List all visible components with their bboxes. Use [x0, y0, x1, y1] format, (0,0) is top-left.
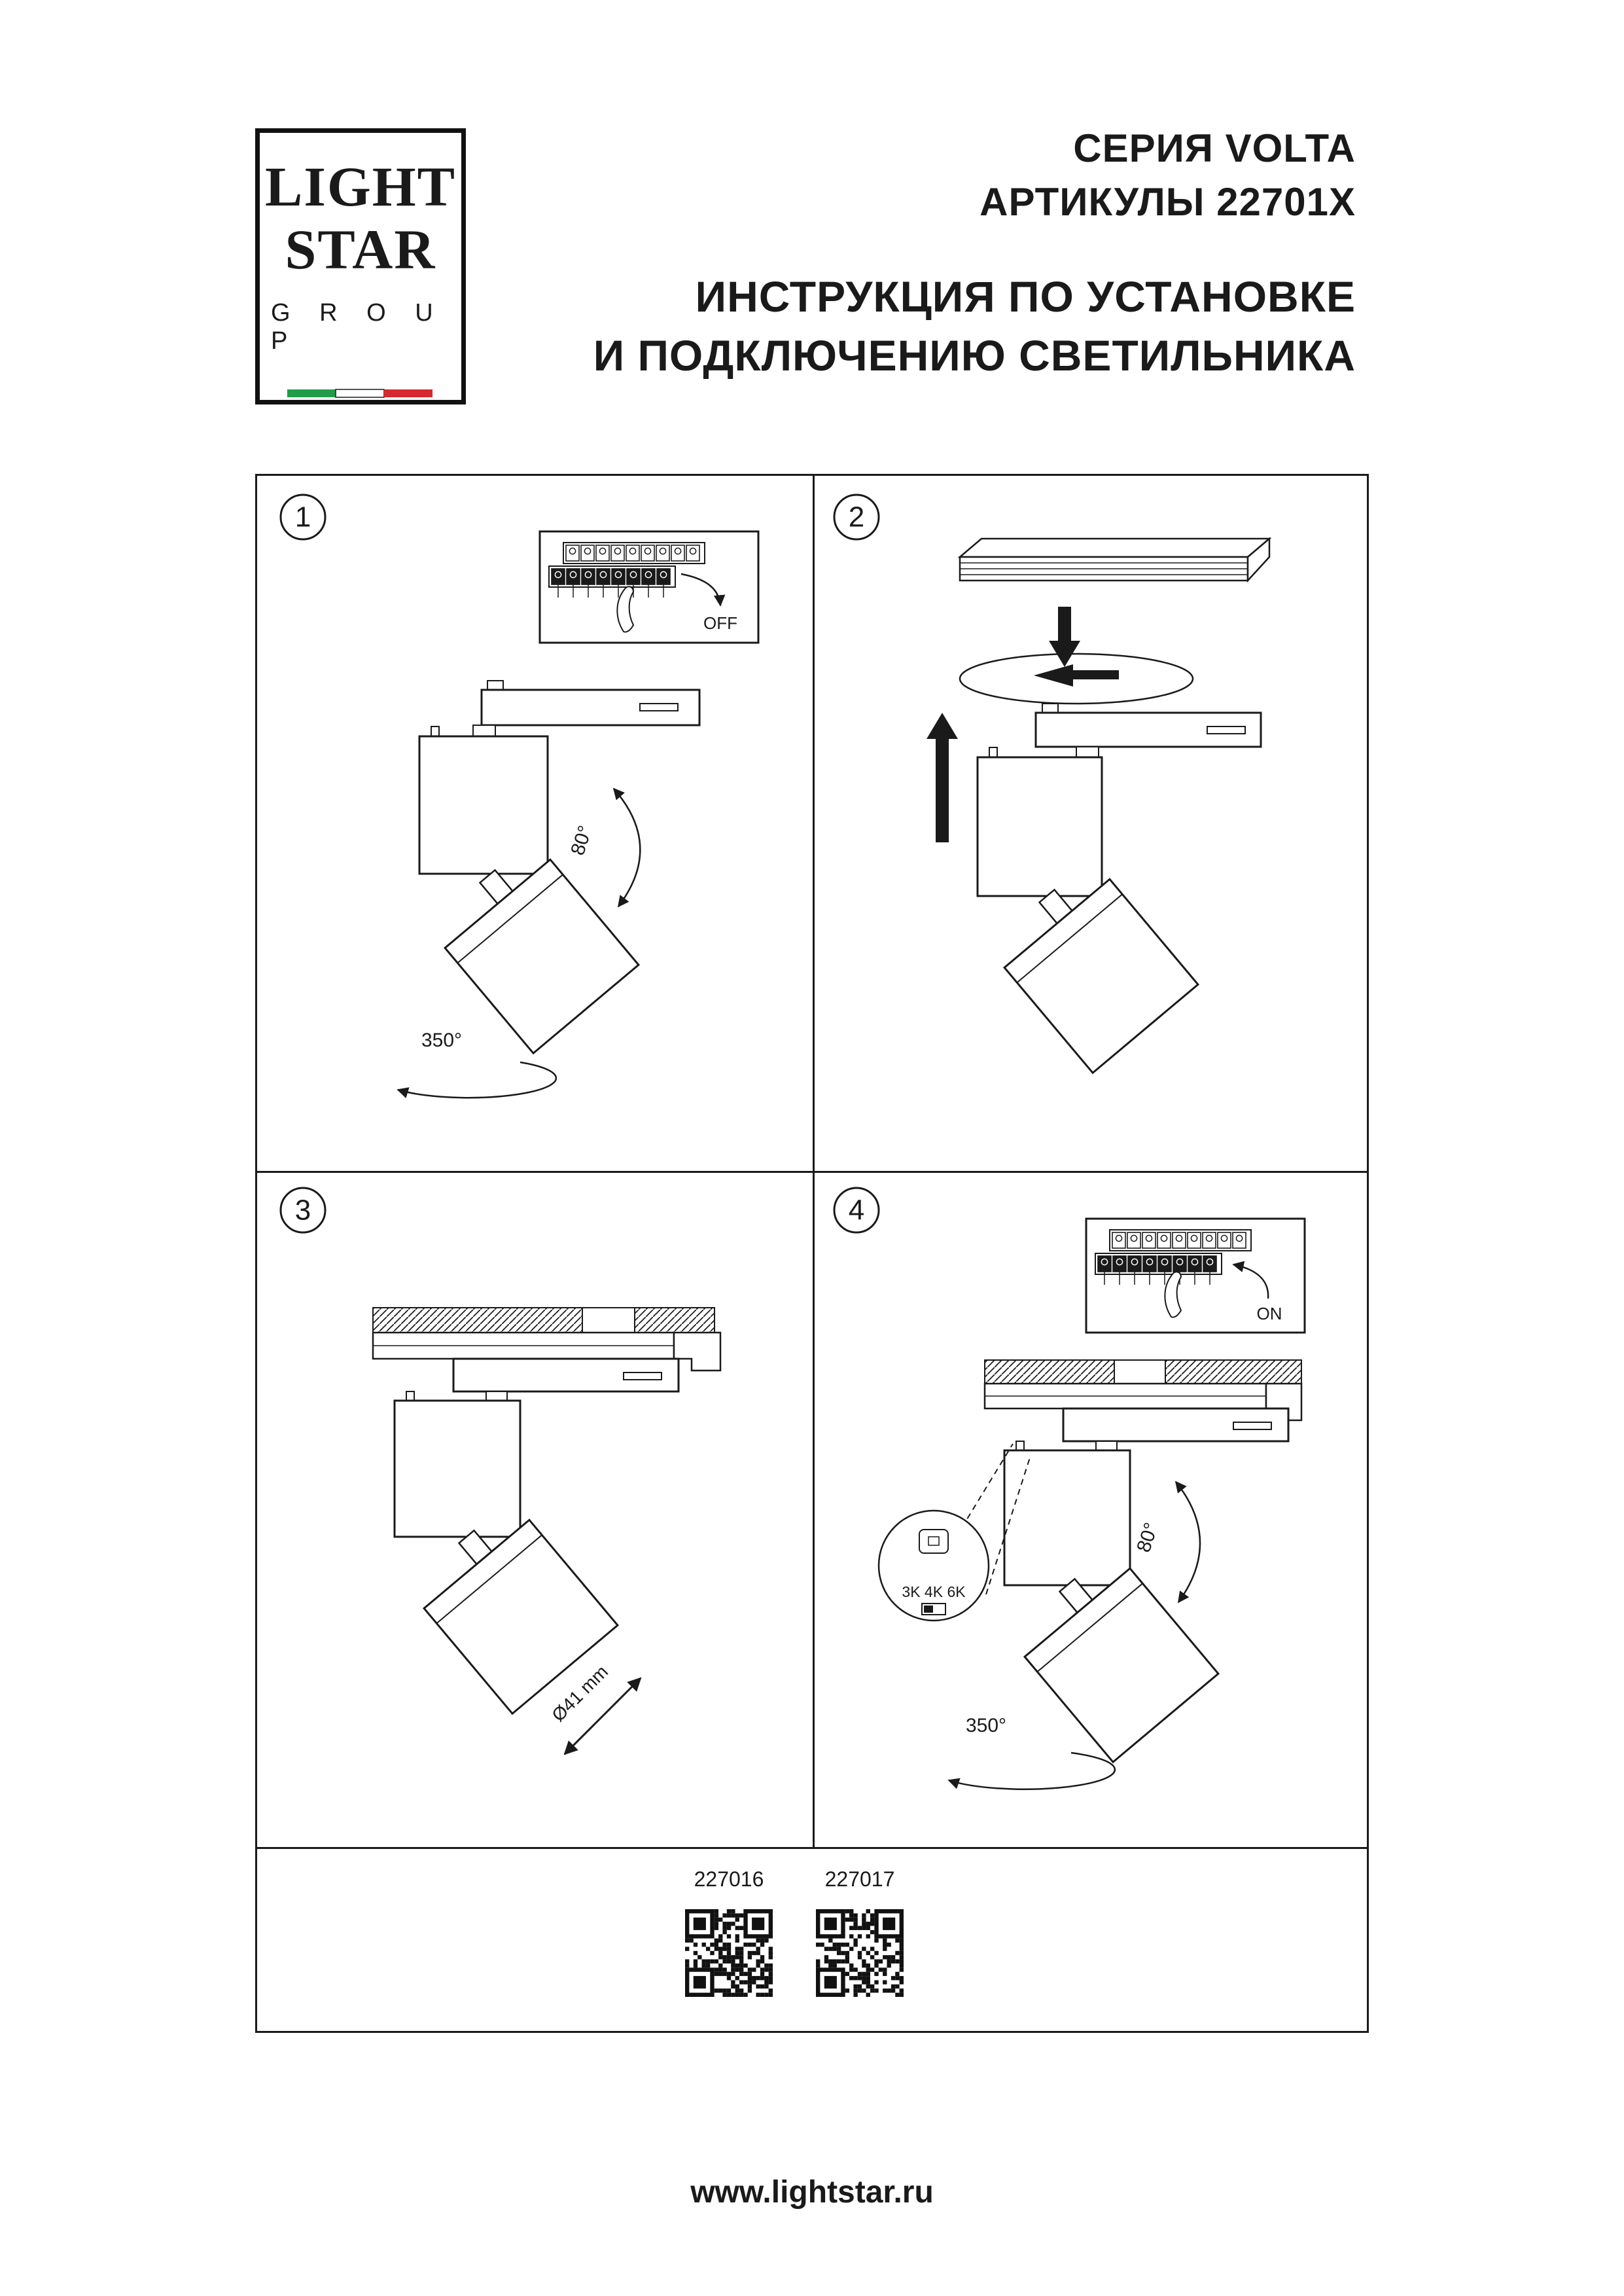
arrow-left-icon: [1034, 664, 1119, 687]
logo-word-light: LIGHT: [265, 155, 456, 218]
step-4-panel: 4 ON: [833, 1187, 1306, 1790]
header: СЕРИЯ VOLTA АРТИКУЛЫ 22701X ИНСТРУКЦИЯ П…: [593, 122, 1356, 385]
rotation-annotation: 350°: [397, 1030, 557, 1099]
svg-text:4: 4: [849, 1194, 864, 1227]
qr-code-right: [816, 1909, 904, 1997]
svg-text:350°: 350°: [966, 1715, 1006, 1736]
track-rail: [372, 1331, 722, 1372]
lamp-body: [1003, 1441, 1131, 1587]
arrow-up-icon: [927, 713, 958, 842]
series-title: СЕРИЯ VOLTA: [1073, 126, 1356, 170]
off-arrow-icon: [680, 573, 726, 607]
svg-text:3: 3: [295, 1194, 311, 1227]
on-label: ON: [1257, 1304, 1282, 1323]
qr-code-left: [685, 1909, 773, 1997]
step-2-number: 2: [833, 493, 880, 541]
on-arrow-icon: [1232, 1261, 1269, 1299]
lamp-head: [1002, 878, 1200, 1075]
ceiling-hatch: [984, 1359, 1302, 1384]
grid-divider-horizontal-2: [257, 1847, 1367, 1849]
website-url: www.lightstar.ru: [690, 2175, 934, 2210]
instruction-grid: 1 OFF: [255, 474, 1369, 2033]
cct-label: 3K 4K 6K: [902, 1583, 966, 1600]
flag-green: [287, 389, 336, 397]
svg-text:350°: 350°: [421, 1030, 462, 1051]
instruction-title-line1: ИНСТРУКЦИЯ ПО УСТАНОВКЕ: [695, 272, 1356, 321]
instruction-title-line2: И ПОДКЛЮЧЕНИЮ СВЕТИЛЬНИКА: [593, 331, 1356, 380]
lamp-body: [976, 746, 1103, 897]
cct-switch-icon: [921, 1603, 946, 1615]
arrow-down-icon: [1049, 607, 1080, 667]
step-3-panel: 3: [279, 1187, 722, 1755]
grid-divider-horizontal-1: [257, 1171, 1367, 1173]
step-2-panel: 2: [833, 493, 1272, 1075]
tilt-angle-annotation: 80°: [567, 787, 641, 908]
track-rail: [983, 1382, 1303, 1422]
articles-title: АРТИКУЛЫ 22701X: [980, 180, 1356, 224]
italian-flag-icon: [287, 389, 432, 398]
logo-word-star: STAR: [285, 218, 436, 281]
cct-detail-bubble: 3K 4K 6K: [877, 1443, 1031, 1622]
step-3-number: 3: [279, 1187, 327, 1234]
svg-text:80°: 80°: [567, 823, 596, 857]
lamp-body: [418, 725, 549, 875]
lamp-head: [1023, 1567, 1220, 1764]
off-label: OFF: [703, 613, 737, 633]
lamp-head: [422, 1518, 620, 1715]
step-4-number: 4: [833, 1187, 880, 1234]
qr-label-left: 227016: [694, 1867, 764, 1891]
track-adapter: [480, 680, 701, 726]
track-adapter: [1062, 1407, 1290, 1443]
wiring-detail-off: OFF: [538, 530, 760, 644]
step-1-panel: 1 OFF: [279, 493, 760, 1099]
step-1-number: 1: [279, 493, 327, 541]
ceiling-hatch: [372, 1307, 715, 1333]
qr-label-right: 227017: [824, 1867, 895, 1891]
wiring-detail-on: ON: [1085, 1217, 1306, 1334]
rotation-ellipse: [959, 653, 1194, 705]
track-adapter: [452, 1357, 680, 1393]
logo-word-group: G R O U P: [271, 299, 444, 355]
svg-text:1: 1: [295, 501, 311, 533]
svg-text:80°: 80°: [1133, 1520, 1162, 1554]
diameter-annotation: Ø41 mm: [548, 1661, 642, 1755]
qr-band: 227016 227017: [257, 1849, 1367, 2031]
svg-text:2: 2: [849, 501, 864, 533]
flag-white: [335, 389, 385, 398]
flag-red: [384, 389, 432, 397]
track-adapter: [1034, 703, 1262, 748]
lamp-body: [393, 1391, 521, 1538]
rotation-annotation: 350°: [947, 1715, 1116, 1790]
lightstar-logo: LIGHT STAR G R O U P: [255, 128, 466, 404]
track-rail: [957, 537, 1272, 583]
lamp-head: [443, 858, 641, 1055]
grid-divider-vertical: [813, 476, 815, 1849]
